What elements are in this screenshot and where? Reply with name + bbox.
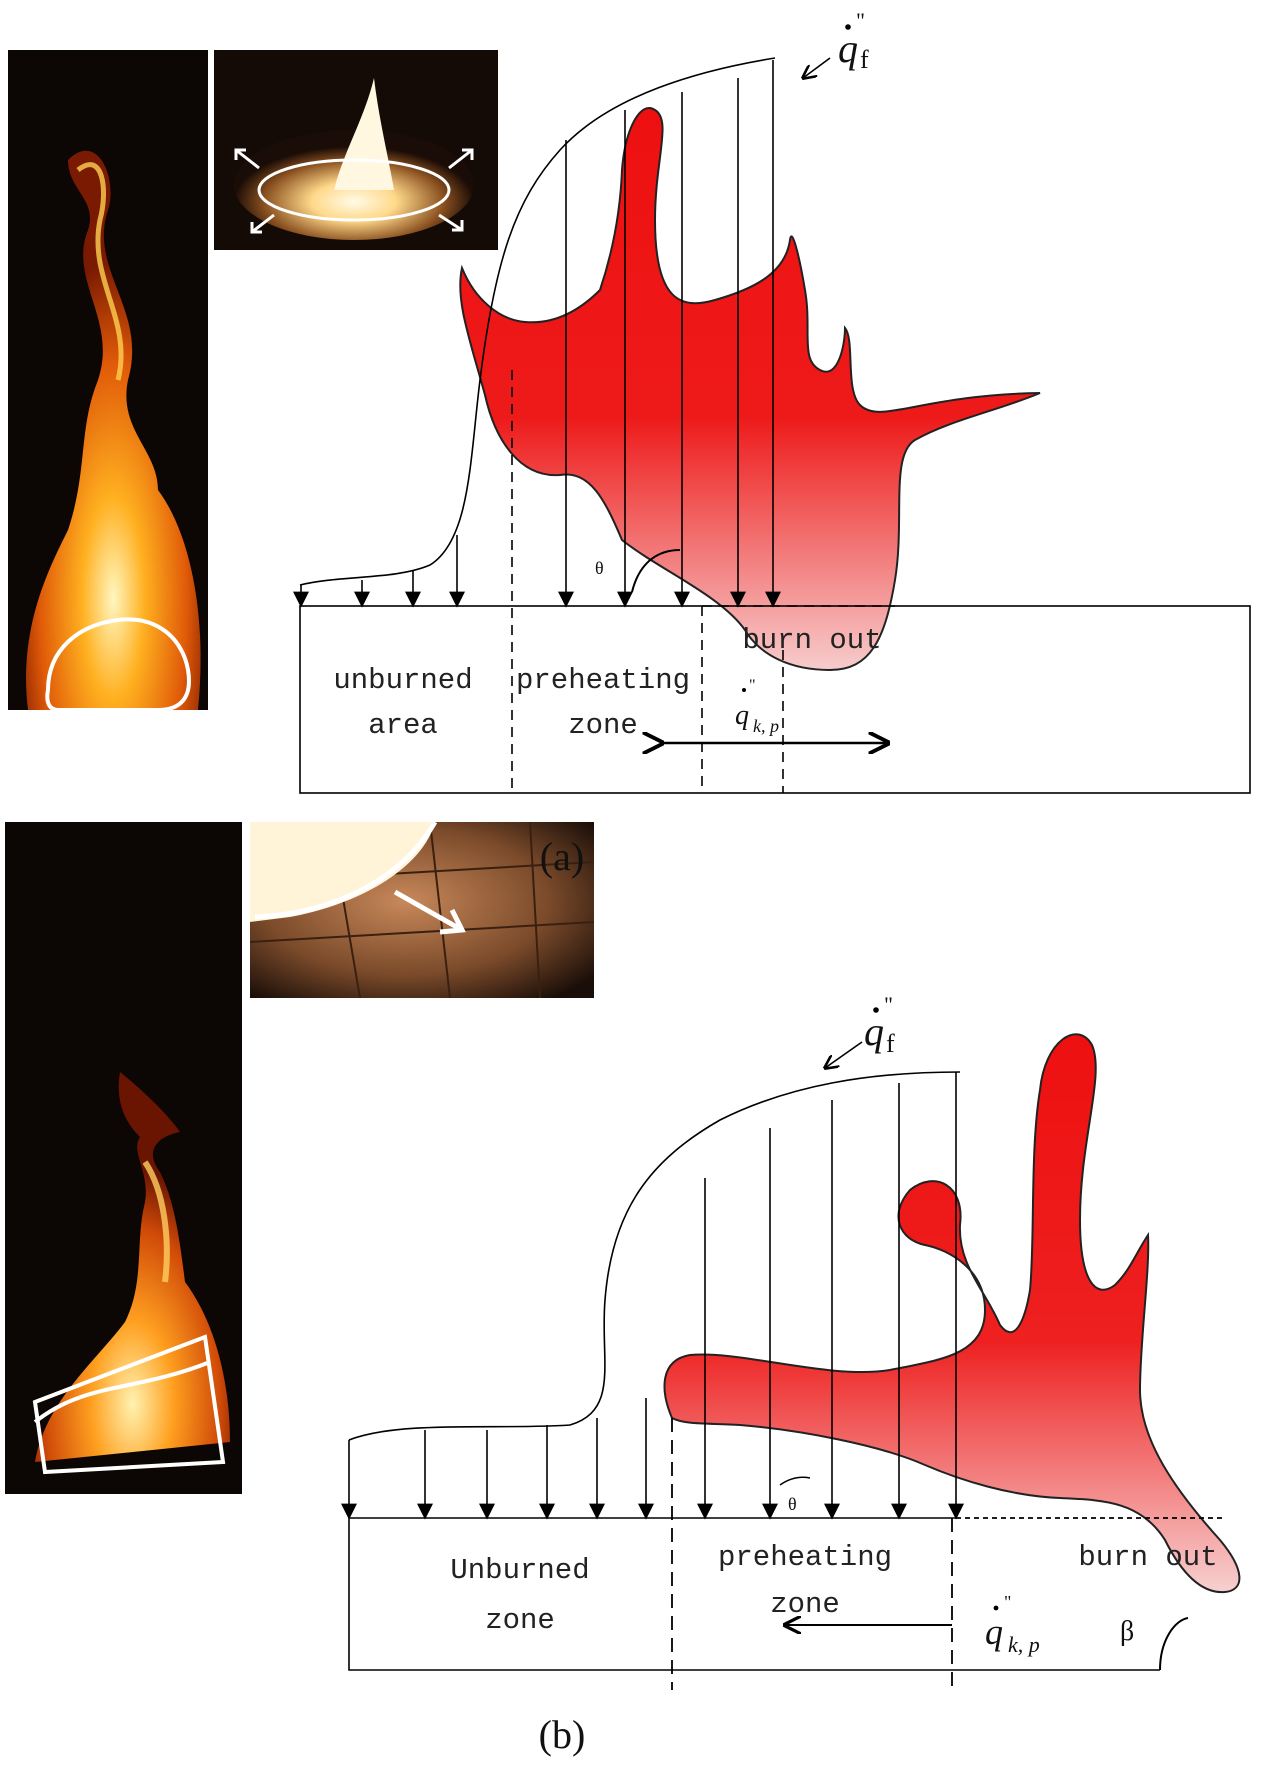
panel-a: unburned area preheating zone burn out θ… [293,8,1251,879]
panel-b: Unburned zone preheating zone burn out θ… [341,992,1241,1757]
label-unburned-b-2: zone [485,1604,555,1637]
caption-a: (a) [540,834,584,879]
label-burnout-b: burn out [1078,1541,1217,1574]
flux-arrows-b [341,1072,964,1520]
photo-b-top-view [250,822,594,998]
cond-sub-a: k, p [753,716,779,736]
flux-sup-b: " [884,992,893,1017]
label-burnout-a: burn out [742,624,881,657]
flux-sub-a: f [860,45,869,74]
fuel-bed-b [348,1517,1160,1671]
label-unburned-a-2: area [368,709,438,742]
caption-b: (b) [539,1712,586,1757]
flame-a [459,107,1041,672]
flux-symbol-a: q [838,26,858,71]
label-preheating-a-2: zone [568,709,638,742]
beta-b: β [1120,1616,1134,1647]
theta-a: θ [595,558,604,578]
cond-sup-a: " [749,677,756,694]
label-preheating-b-2: zone [770,1588,840,1621]
photo-b-tall-flame [5,822,242,1494]
flux-arrows-a [293,60,781,608]
cond-sub-b: k, p [1008,1632,1040,1657]
photo-a-tall-flame [8,50,208,710]
label-unburned-b-1: Unburned [450,1554,589,1587]
label-unburned-a-1: unburned [333,664,472,697]
cond-sup-b: " [1004,1592,1011,1612]
photo-a-top-view [214,50,498,250]
flux-sub-b: f [886,1029,895,1058]
label-preheating-a-1: preheating [516,664,690,697]
flux-sup-a: " [856,8,865,33]
flux-curve-b [348,1071,961,1441]
flux-symbol-b: q [864,1009,884,1054]
cond-symbol-a: q [735,700,749,731]
theta-b: θ [788,1494,797,1514]
cond-symbol-b: q [985,1612,1003,1652]
flame-b [663,1033,1241,1594]
label-preheating-b-1: preheating [718,1541,892,1574]
